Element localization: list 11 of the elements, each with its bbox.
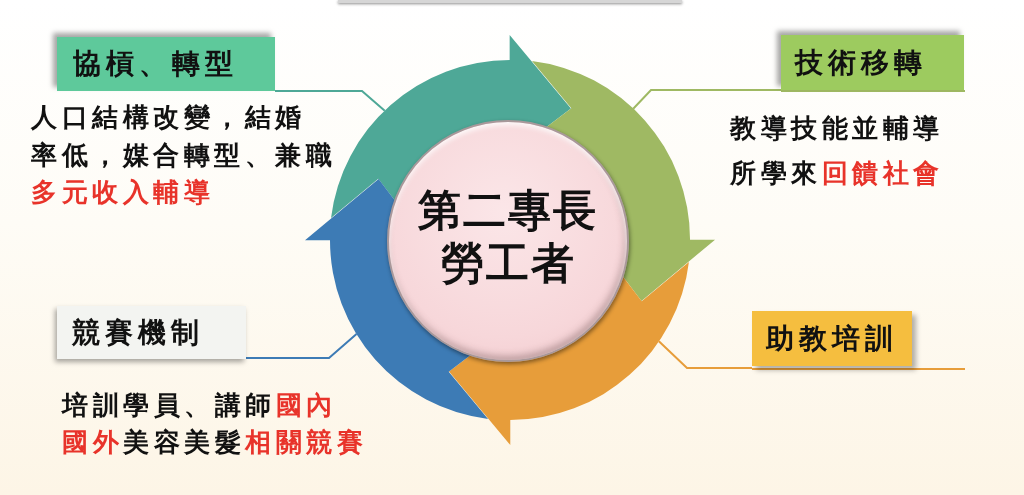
label-box: 助教培訓 (752, 311, 912, 366)
label-box: 競賽機制 (57, 306, 246, 359)
description-text: 人口結構改變，結婚率低，媒合轉型、兼職多元收入輔導 (31, 101, 336, 209)
leader-line (632, 89, 782, 110)
description-text: 培訓學員、講師國內國外美容美髮相關競賽 (62, 388, 367, 459)
description-text: 教導技能並輔導所學來回饋社會 (730, 111, 944, 190)
leader-line (657, 340, 753, 369)
leader-line (274, 90, 386, 112)
label-box: 協槓、轉型 (57, 37, 275, 91)
label-box: 技術移轉 (781, 35, 964, 90)
leader-line (245, 333, 358, 359)
